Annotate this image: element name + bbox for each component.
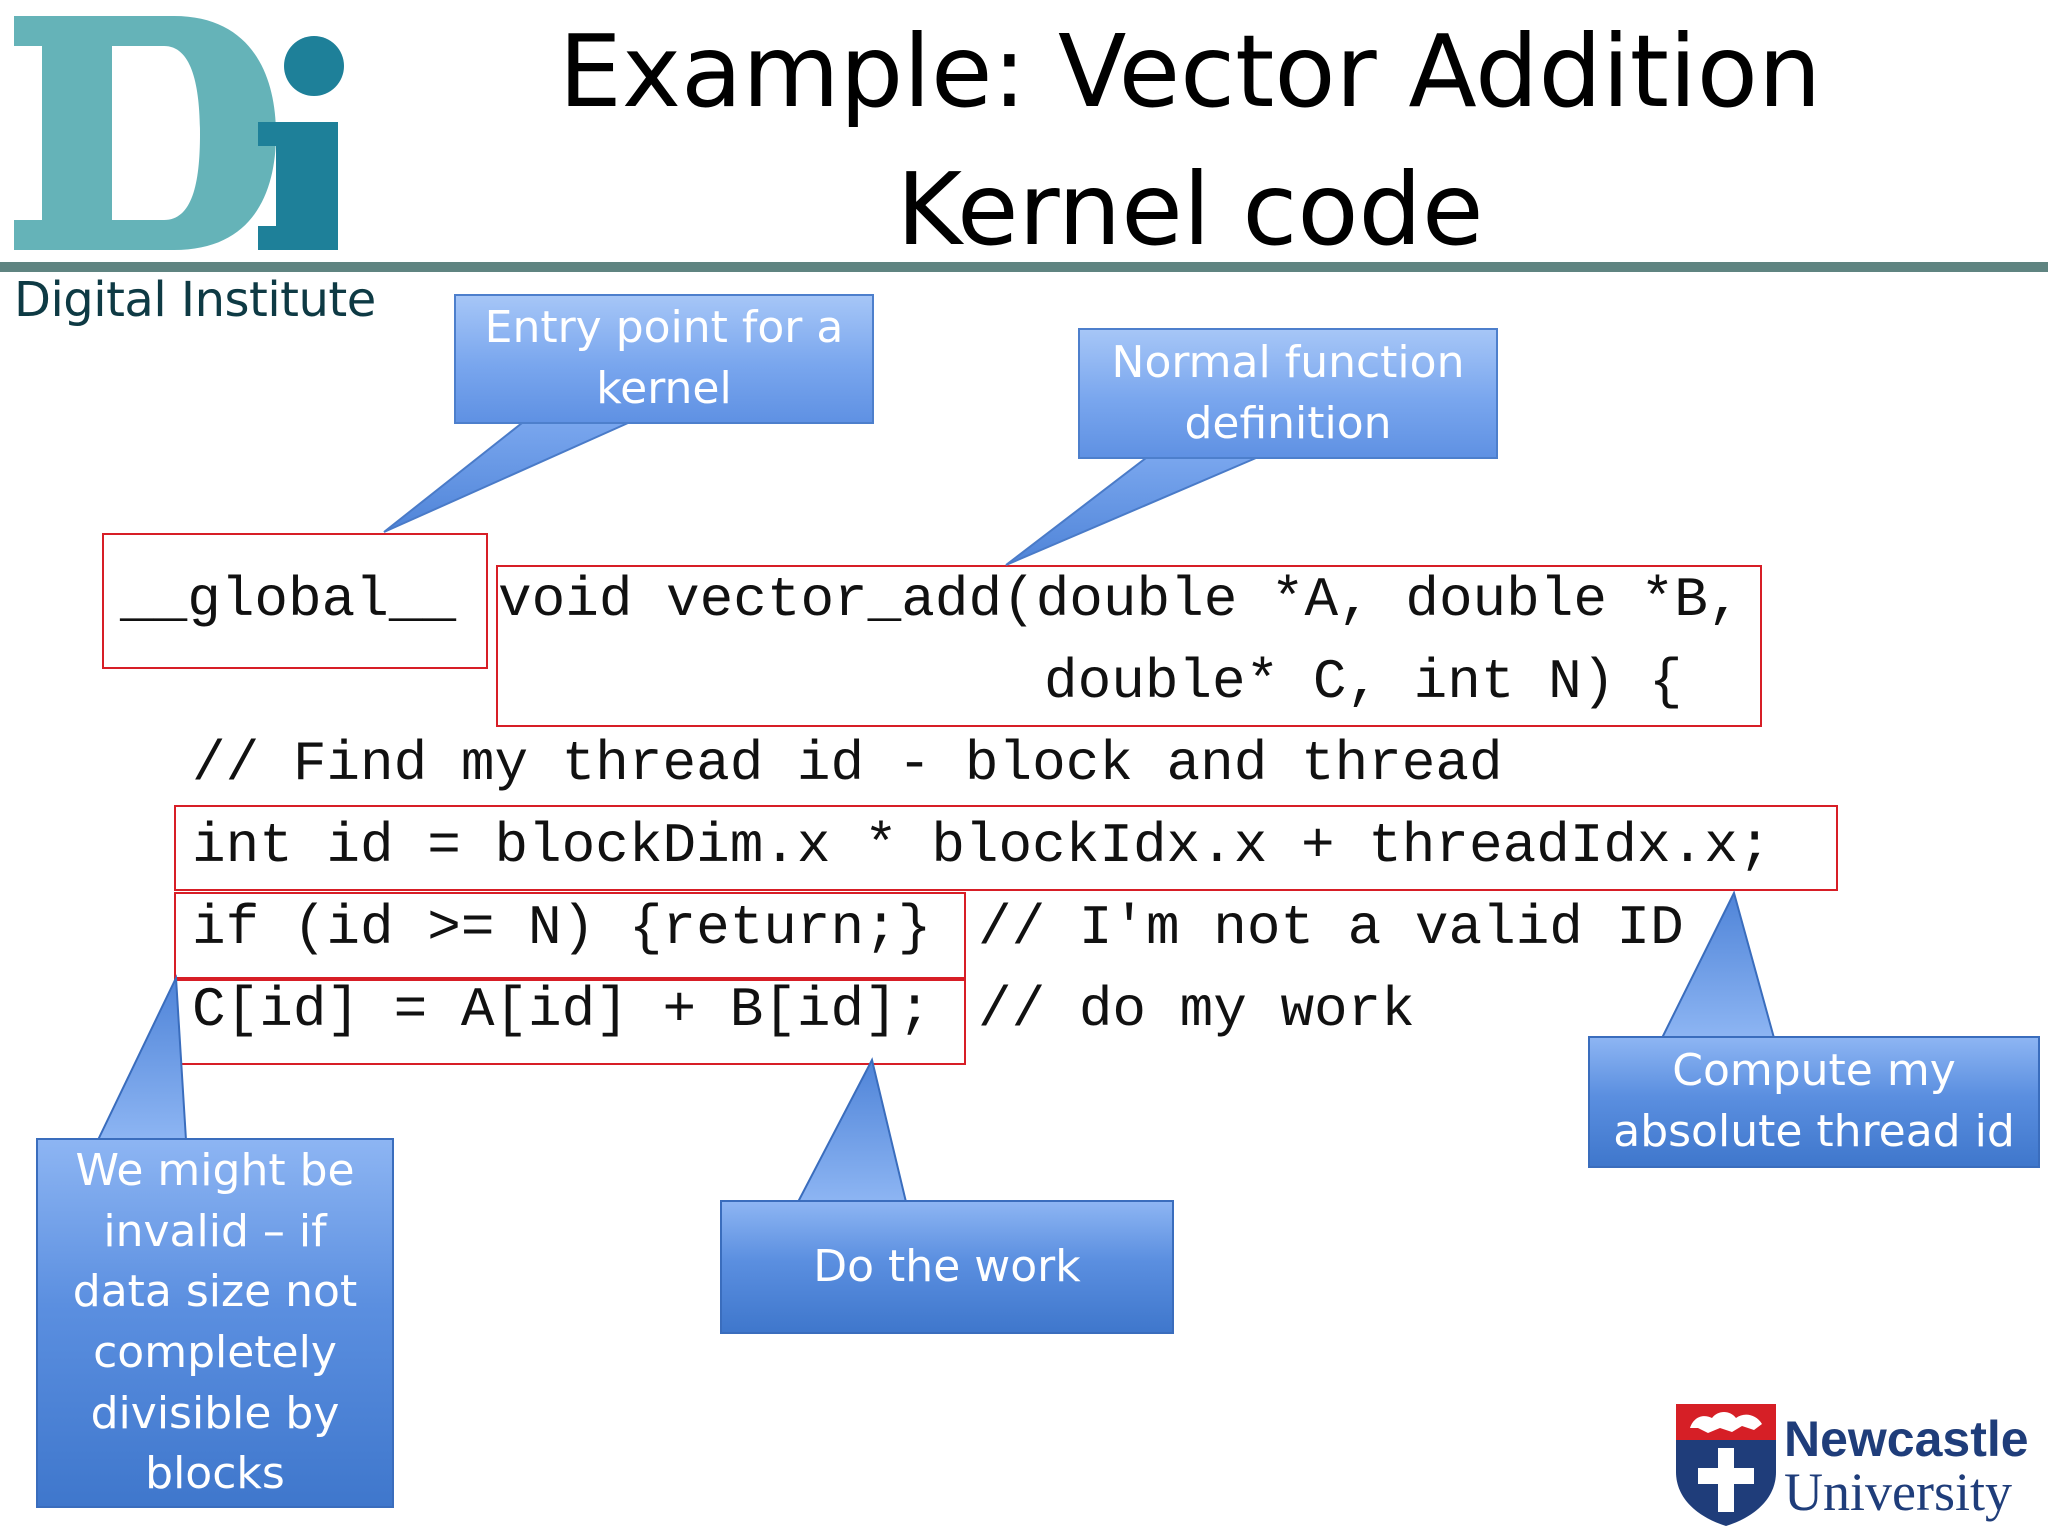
slide-title: Example: Vector Addition (558, 13, 1822, 130)
if-line-highlight-box (174, 892, 966, 979)
logo-caption: Digital Institute (14, 272, 376, 328)
pointer-entry-point (383, 422, 629, 533)
signature-line-1: void vector_add(double *A, double *B, (498, 568, 1742, 632)
callout-invalid: We might be invalid – if data size not c… (36, 1138, 394, 1508)
university-name-line2: University (1784, 1462, 2012, 1522)
slide-subtitle: Kernel code (896, 151, 1484, 268)
callout-entry-point: Entry point for a kernel (454, 294, 874, 424)
id-line-highlight-box (174, 805, 1838, 891)
callout-normal-function-text: Normal function definition (1111, 336, 1465, 449)
id-line: int id = blockDim.x * blockIdx.x + threa… (192, 814, 1772, 878)
if-comment: // I'm not a valid ID (978, 896, 1684, 960)
callout-do-work-text: Do the work (813, 1240, 1081, 1292)
shield-lion-icon (1690, 1412, 1762, 1433)
newcastle-university-logo: Newcastle University (1676, 1404, 2029, 1526)
work-comment: // do my work (978, 978, 1415, 1042)
callout-do-work: Do the work (720, 1200, 1174, 1334)
digital-institute-logo (14, 16, 344, 250)
global-highlight-box (102, 533, 488, 669)
callout-entry-point-text: Entry point for a kernel (484, 302, 844, 414)
callout-compute-id: Compute my absolute thread id (1588, 1036, 2040, 1168)
pointer-normal-function (1005, 457, 1257, 566)
comment-find-thread: // Find my thread id - block and thread (192, 732, 1503, 796)
university-name-line1: Newcastle (1784, 1411, 2029, 1467)
callout-compute-id-text: Compute my absolute thread id (1613, 1045, 2015, 1157)
shield-cross-icon (1698, 1448, 1754, 1512)
logo-letter-d (14, 16, 276, 250)
title-divider (0, 262, 2048, 272)
logo-letter-i (258, 122, 338, 250)
pointer-compute-id (1660, 890, 1776, 1039)
callout-normal-function: Normal function definition (1078, 328, 1498, 459)
logo-i-dot (284, 36, 344, 96)
pointer-do-work (796, 1057, 908, 1203)
global-keyword: __global__ (120, 568, 457, 632)
if-line: if (id >= N) {return;} (192, 896, 932, 960)
signature-highlight-box (496, 565, 1762, 727)
work-line: C[id] = A[id] + B[id]; (192, 978, 932, 1042)
signature-line-2: double* C, int N) { (1044, 650, 1683, 714)
callout-invalid-text: We might be invalid – if data size not c… (72, 1144, 358, 1500)
pointer-invalid (96, 974, 188, 1141)
